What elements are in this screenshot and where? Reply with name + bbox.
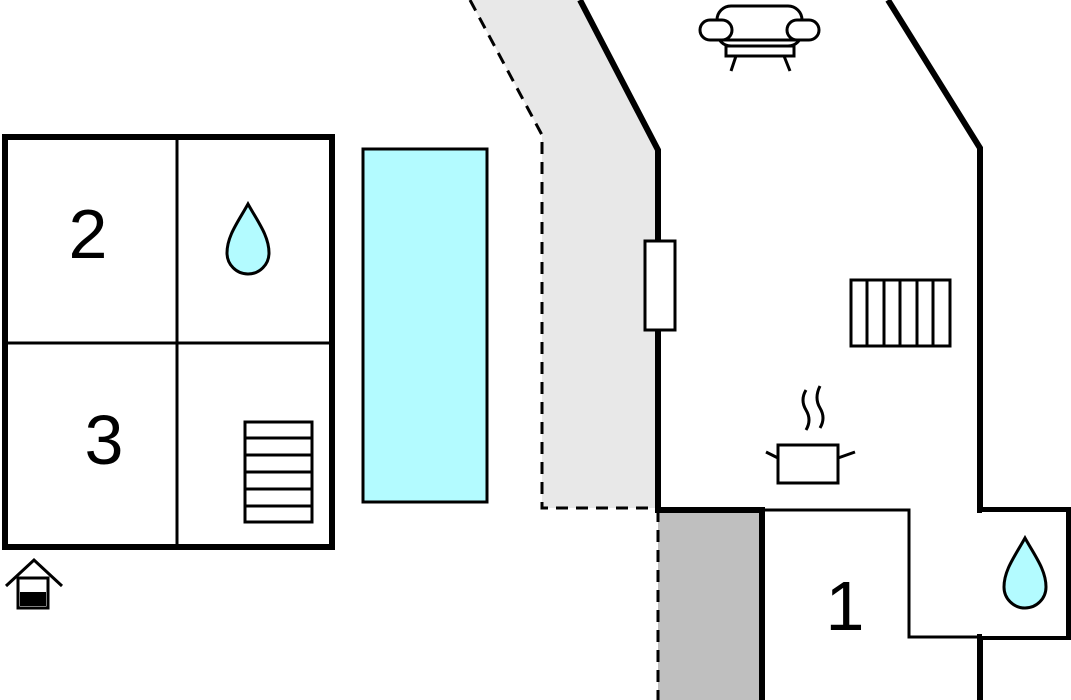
paved-area [658, 510, 762, 700]
stove-pot-icon [765, 385, 856, 485]
room-number-3: 3 [85, 401, 124, 479]
stairs-icon [243, 420, 314, 524]
main-building-left-wall [577, 0, 765, 700]
terrace-dashed-edge [468, 0, 658, 510]
left-building-inner-walls [5, 137, 332, 547]
room-number-2: 2 [69, 195, 108, 273]
window-icon [643, 239, 677, 332]
room-number-1: 1 [826, 567, 865, 645]
radiator-icon [849, 278, 952, 348]
main-building-inner-walls [762, 508, 980, 639]
water-drop-icon [225, 200, 271, 276]
pool [361, 147, 489, 504]
terrace-area [470, 0, 658, 508]
entrance-house-icon [4, 557, 64, 610]
water-drop-icon [1002, 534, 1048, 610]
sofa-icon [698, 4, 821, 72]
